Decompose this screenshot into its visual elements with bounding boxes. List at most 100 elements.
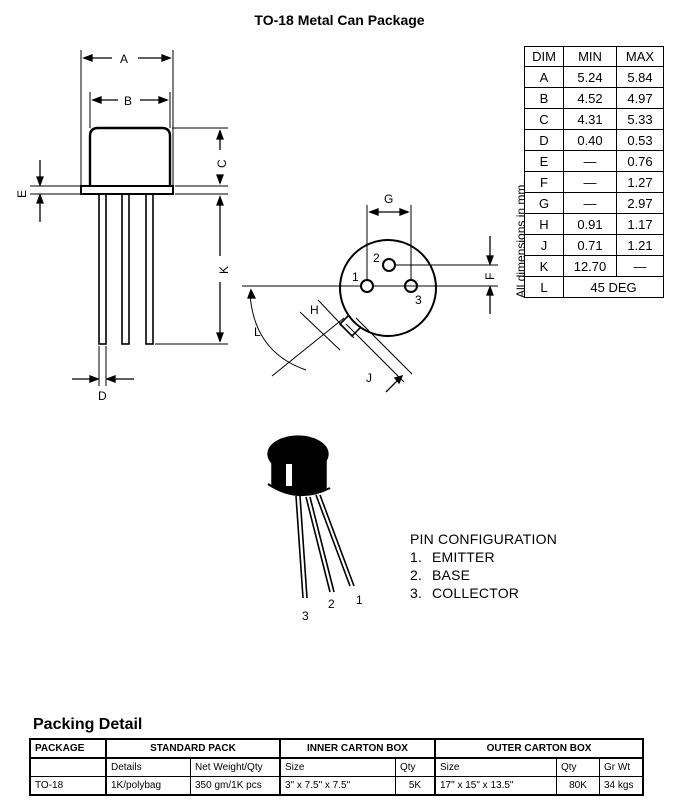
dim-label-l: L	[254, 325, 261, 339]
dimension-unit-note: All dimensions in mm.	[514, 181, 528, 298]
lead-left	[98, 193, 107, 345]
max-cell: 5.84	[616, 66, 664, 88]
angle-cell: 45 DEG	[563, 276, 664, 298]
can-3d-body	[271, 458, 327, 495]
outer-qty-cell: 80K	[556, 776, 600, 796]
max-cell: 2.97	[616, 192, 664, 214]
inner-carton-header: INNER CARTON BOX	[279, 738, 436, 759]
lead-3d-2	[305, 496, 335, 593]
pin-number: 2.	[410, 567, 423, 583]
lead-3d-label-1: 1	[356, 593, 363, 607]
net-weight-cell: 350 gm/1K pcs	[190, 776, 281, 796]
dim-cell: A	[524, 66, 564, 88]
dim-label-g: G	[384, 192, 393, 206]
dim-label-h: H	[310, 303, 319, 317]
lead-mid	[121, 193, 130, 345]
max-cell: —	[616, 255, 664, 277]
gross-weight-cell: 34 kgs	[599, 776, 644, 796]
packing-group-header: PACKAGE STANDARD PACK INNER CARTON BOX O…	[29, 738, 644, 759]
list-item: 2. BASE	[410, 566, 557, 584]
outer-size-cell: 17" x 15" x 13.5"	[434, 776, 557, 796]
max-cell: 1.27	[616, 171, 664, 193]
pin-name: EMITTER	[432, 549, 495, 565]
details-cell: 1K/polybag	[105, 776, 191, 796]
min-cell: —	[563, 192, 617, 214]
packing-title: Packing Detail	[33, 716, 143, 733]
can-flange	[80, 185, 174, 195]
packing-table: PACKAGE STANDARD PACK INNER CARTON BOX O…	[29, 738, 644, 796]
lead-3d-1	[315, 494, 355, 587]
inner-size-cell: 3" x 7.5" x 7.5"	[279, 776, 396, 796]
dim-cell: G	[524, 192, 564, 214]
pin-label-2: 2	[373, 251, 380, 265]
dim-label-k: K	[217, 266, 231, 274]
dim-label-j: J	[366, 371, 372, 385]
dim-label-f: F	[483, 273, 497, 280]
list-item: 1. EMITTER	[410, 548, 557, 566]
packing-sub-header: Details Net Weight/Qty Size Qty Size Qty…	[29, 757, 644, 777]
pin-label-1: 1	[352, 270, 359, 284]
sub-header-outer-qty: Qty	[556, 757, 600, 777]
min-cell: 4.52	[563, 87, 617, 109]
sub-header-details: Details	[105, 757, 191, 777]
dim-label-d: D	[98, 389, 107, 403]
min-cell: 4.31	[563, 108, 617, 130]
dim-header-max: MAX	[616, 46, 664, 67]
max-cell: 0.53	[616, 129, 664, 151]
dim-label-c: C	[215, 159, 229, 168]
lead-right	[145, 193, 154, 345]
table-row: TO-18 1K/polybag 350 gm/1K pcs 3" x 7.5"…	[29, 776, 644, 796]
dim-cell: J	[524, 234, 564, 256]
lead-3d-label-2: 2	[328, 597, 335, 611]
dim-cell: L	[524, 276, 564, 298]
list-item: 3.COLLECTOR	[410, 584, 557, 602]
sub-header-net-weight: Net Weight/Qty	[190, 757, 281, 777]
can-body-side	[88, 126, 172, 186]
standard-pack-header: STANDARD PACK	[105, 738, 281, 759]
min-cell: 0.91	[563, 213, 617, 235]
pin-name: BASE	[432, 567, 471, 583]
dim-label-e: E	[15, 190, 29, 198]
table-row: E—0.76	[524, 150, 664, 172]
inner-qty-cell: 5K	[395, 776, 436, 796]
outer-carton-header: OUTER CARTON BOX	[434, 738, 644, 759]
pin-2-hole	[382, 258, 396, 272]
min-cell: 0.71	[563, 234, 617, 256]
max-cell: 5.33	[616, 108, 664, 130]
min-cell: 5.24	[563, 66, 617, 88]
lead-3d-3	[295, 495, 308, 599]
pin-name: COLLECTOR	[432, 585, 520, 601]
dim-cell: D	[524, 129, 564, 151]
pin-number: 1.	[410, 549, 423, 565]
pin-configuration: PIN CONFIGURATION 1.EMITTER 2.BASE 3.COL…	[410, 530, 557, 602]
package-drawing: A B C E K D G F L H J 1 2 3 1 2 3	[15, 50, 498, 623]
sub-header-inner-qty: Qty	[395, 757, 436, 777]
dim-table-header: DIM MIN MAX	[524, 46, 664, 67]
max-cell: 0.76	[616, 150, 664, 172]
dim-cell: E	[524, 150, 564, 172]
dim-cell: F	[524, 171, 564, 193]
dim-header-dim: DIM	[524, 46, 564, 67]
dim-cell: H	[524, 213, 564, 235]
sub-header-inner-size: Size	[279, 757, 396, 777]
dim-cell: B	[524, 87, 564, 109]
can-outline-bottom	[339, 239, 437, 337]
page-title: TO-18 Metal Can Package	[254, 12, 425, 28]
max-cell: 1.17	[616, 213, 664, 235]
lead-3d-label-3: 3	[302, 609, 309, 623]
min-cell: 12.70	[563, 255, 617, 277]
sub-header-outer-size: Size	[434, 757, 557, 777]
min-cell: 0.40	[563, 129, 617, 151]
empty-cell	[29, 757, 107, 777]
pin-1-hole	[360, 279, 374, 293]
table-row: F—1.27	[524, 171, 664, 193]
min-cell: —	[563, 171, 617, 193]
